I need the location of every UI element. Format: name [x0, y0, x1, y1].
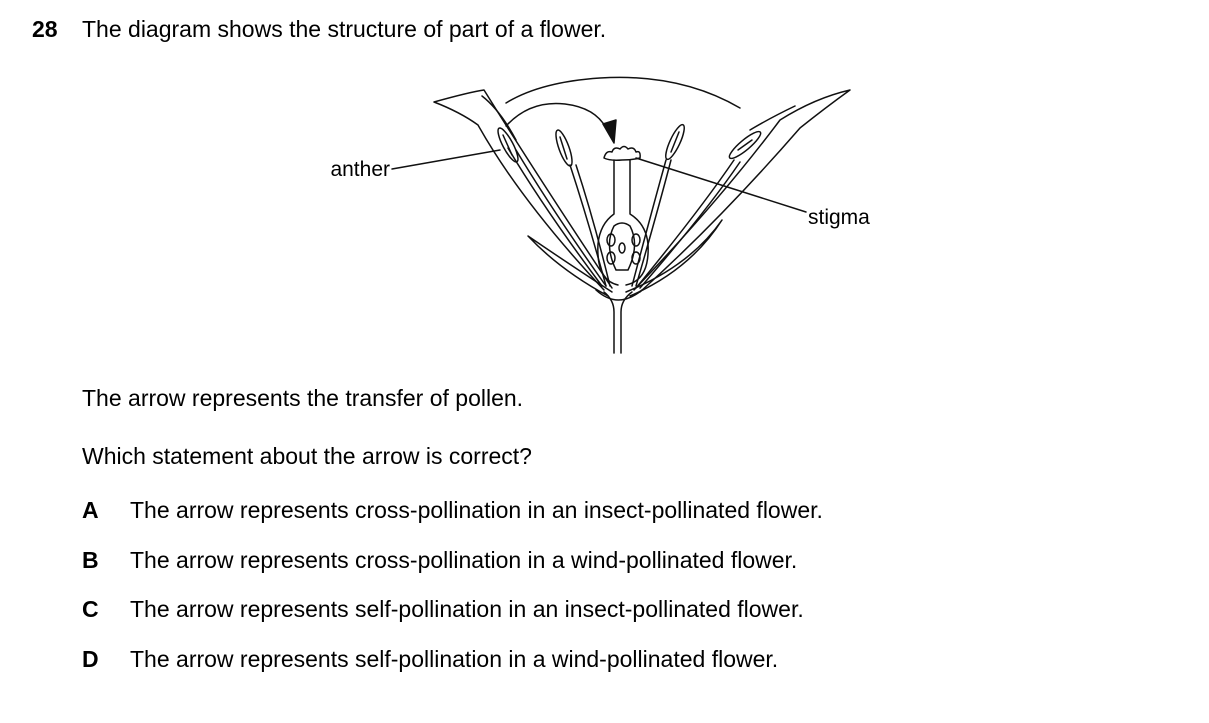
stamens-left [497, 127, 611, 287]
anther-label-line [391, 149, 501, 170]
stigma-label: stigma [808, 206, 870, 229]
question-stem: The diagram shows the structure of part … [82, 16, 607, 42]
option-text: The arrow represents cross-pollination i… [130, 547, 798, 573]
option-text: The arrow represents self-pollination in… [130, 646, 779, 672]
question-prompt: Which statement about the arrow is corre… [82, 443, 532, 469]
option-letter: A [82, 497, 99, 523]
back-petal [505, 76, 741, 109]
option-text: The arrow represents self-pollination in… [130, 596, 804, 622]
stigma-label-line [635, 157, 807, 213]
left-petal [433, 89, 613, 291]
pollen-transfer-arrow [505, 102, 617, 144]
anther-label: anther [330, 158, 390, 181]
flower-stalk [603, 291, 633, 354]
sepals [527, 219, 723, 297]
option-text: The arrow represents cross-pollination i… [130, 497, 823, 523]
right-petal [633, 89, 851, 293]
carpel [597, 145, 649, 286]
question-number: 28 [32, 16, 58, 42]
option-letter: B [82, 547, 99, 573]
stamens-right [631, 123, 762, 289]
option-letter: C [82, 596, 99, 622]
stigma-head [603, 145, 641, 161]
option-letter: D [82, 646, 99, 672]
receptacle [595, 289, 643, 301]
arrow-statement: The arrow represents the transfer of pol… [82, 385, 524, 411]
